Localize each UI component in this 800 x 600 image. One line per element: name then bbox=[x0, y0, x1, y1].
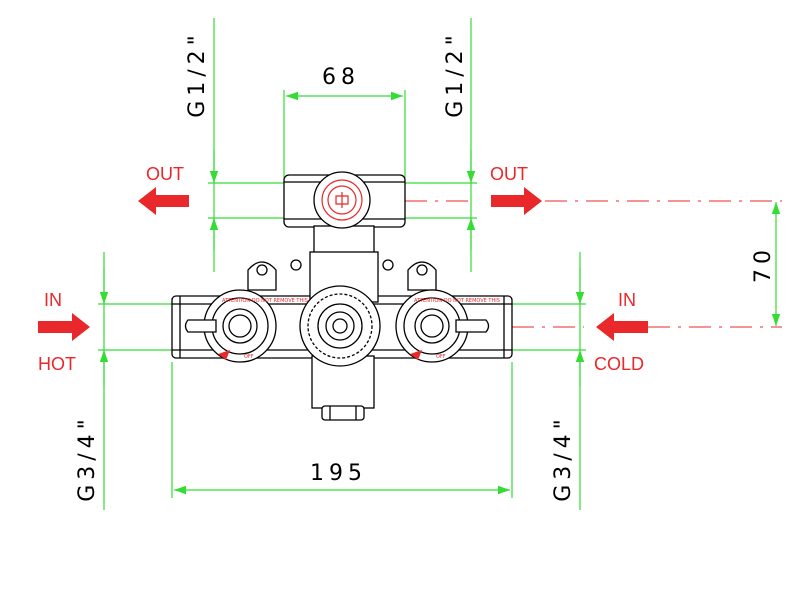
mounting-lug-right bbox=[407, 261, 437, 291]
right-valve-lever bbox=[455, 319, 490, 333]
right-ring-marking: ATTENTION DO NOT REMOVE THIS bbox=[414, 298, 500, 304]
label-in-left: IN bbox=[44, 290, 62, 310]
dimension-lines bbox=[98, 18, 781, 510]
arrow-left-icon bbox=[596, 313, 648, 341]
arrow-right-icon bbox=[38, 313, 90, 341]
label-out-right: OUT bbox=[490, 164, 528, 184]
label-cold: COLD bbox=[594, 354, 644, 374]
arrow-left-icon bbox=[138, 187, 189, 215]
centerlines bbox=[405, 200, 782, 328]
mounting-lug-left bbox=[247, 261, 277, 291]
dimension-70-text: 70 bbox=[751, 245, 776, 283]
rotation-arrow-left bbox=[218, 350, 230, 360]
arrow-right-icon bbox=[491, 187, 542, 215]
right-off-marking: OFF bbox=[436, 354, 446, 360]
flow-arrows bbox=[38, 187, 648, 341]
label-in-right: IN bbox=[618, 290, 636, 310]
thread-top-right-text: G1/2" bbox=[443, 30, 468, 118]
valve-body bbox=[171, 171, 513, 421]
screw bbox=[382, 259, 394, 271]
rotation-arrow-right bbox=[410, 350, 422, 360]
thread-bottom-right-text: G3/4" bbox=[551, 414, 576, 502]
left-off-marking: OFF bbox=[244, 354, 254, 360]
left-ring-marking: ATTENTION DO NOT REMOVE THIS bbox=[222, 298, 308, 304]
dimension-195-text: 195 bbox=[310, 461, 367, 486]
screw bbox=[290, 259, 302, 271]
thread-top-left-text: G1/2" bbox=[185, 30, 210, 118]
label-hot: HOT bbox=[38, 354, 76, 374]
thread-bottom-left-text: G3/4" bbox=[75, 414, 100, 502]
bottom-plug bbox=[321, 405, 365, 421]
dimension-68-text: 68 bbox=[322, 65, 360, 90]
label-out-left: OUT bbox=[146, 164, 184, 184]
left-valve-lever bbox=[184, 319, 217, 333]
rotation-marks bbox=[218, 350, 422, 360]
outlet-fitting-detail bbox=[321, 179, 363, 221]
